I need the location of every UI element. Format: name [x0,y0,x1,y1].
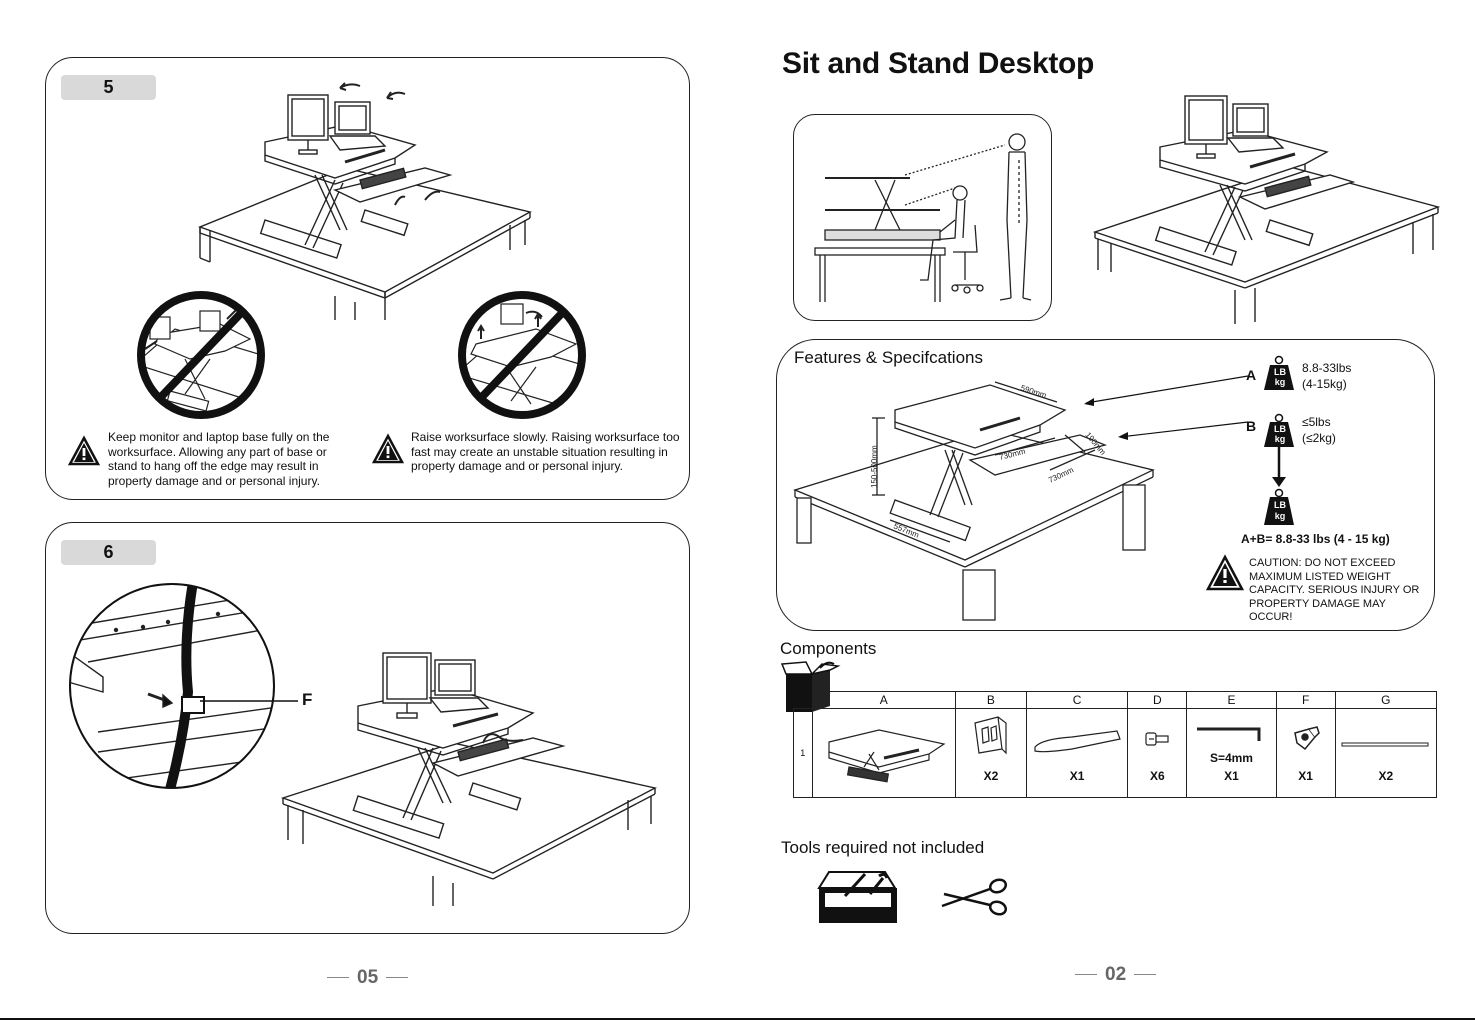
hex-key-size: S=4mm [1209,751,1253,765]
weight-b-icon-text-top: LB [1274,424,1286,434]
left-page-number: 05 [319,967,416,989]
left-page-number-text: 05 [357,967,379,988]
step5-desk-illustration [198,82,532,320]
component-e-cell: S=4mm X1 [1186,708,1277,798]
load-total: A+B= 8.8-33 lbs (4 - 15 kg) [1241,532,1390,546]
callout-line [200,700,298,702]
components-row: 1 X2 [793,708,1438,798]
component-c-cell: X1 [1026,708,1129,798]
step6-badge: 6 [61,540,156,565]
header-a: A [811,691,956,709]
load-a-lbs: 8.8-33lbs [1302,361,1352,375]
weight-total-icon-text-bottom: kg [1274,511,1286,521]
features-heading: Features & Specifcations [794,348,983,367]
right-page-number-text: 02 [1105,964,1127,985]
component-d-cell: X6 [1127,708,1188,798]
warning-triangle-icon [67,435,101,466]
component-g-cell: X2 [1334,708,1438,798]
components-heading: Components [780,639,877,658]
keyboard-tray-part-image [1034,730,1121,753]
load-a-label: A [1246,367,1257,383]
desktop-unit-part-image [828,728,946,783]
warning-text-base-on-surface: Keep monitor and laptop base fully on th… [108,430,330,488]
qty-g: X2 [1378,769,1394,783]
sit-stand-posture-illustration [814,133,1032,302]
right-page-number: 02 [1067,964,1164,986]
header-g: G [1334,691,1438,709]
caution-text: CAUTION: DO NOT EXCEED MAXIMUM LISTED WE… [1249,557,1420,623]
product-overview-illustration [1092,95,1441,324]
load-a-kg: (4-15kg) [1302,377,1347,391]
bottom-rule [0,1018,1475,1020]
callout-f-label: F [302,690,313,709]
prohibited-overhang-illustration [137,291,265,419]
warning-text-raise-slowly: Raise worksurface slowly. Raising worksu… [411,430,680,473]
qty-f: X1 [1298,769,1313,783]
header-b: B [954,691,1028,709]
screw-part-image [1145,732,1169,746]
qty-b: X2 [983,769,999,783]
step6-panel [45,522,690,934]
warning-triangle-icon [371,433,405,464]
weight-total-icon-text-top: LB [1274,500,1286,510]
header-f: F [1275,691,1336,709]
caution-triangle-icon [1205,554,1245,591]
load-arrows [1084,375,1249,440]
hex-key-part-image [1197,727,1261,741]
dim-height-label: 150-500mm [870,445,879,488]
load-b-lbs: ≤5lbs [1302,415,1331,429]
scissors-icon [941,878,1008,916]
component-a-cell [811,708,956,798]
header-corner-cell [793,691,813,709]
cable-clip-detail-illustration [69,583,275,789]
cable-clip-part-image [1293,726,1320,751]
weight-a-icon-text-bottom: kg [1274,377,1286,387]
weight-chain-illustration [1264,355,1294,525]
weight-a-icon-text-top: LB [1274,367,1286,377]
weight-b-icon-text-bottom: kg [1274,434,1286,444]
header-c: C [1026,691,1129,709]
qty-d: X6 [1149,769,1165,783]
step5-badge: 5 [61,75,156,100]
header-d: D [1127,691,1188,709]
rod-part-image [1341,742,1429,747]
page-title: Sit and Stand Desktop [782,47,1095,80]
load-b-label: B [1246,418,1257,434]
header-e: E [1186,691,1277,709]
component-b-cell: X2 [954,708,1028,798]
component-f-cell: X1 [1275,708,1336,798]
step6-desk-illustration [280,652,658,906]
dimensions-illustration: 590mm 190mm 730mm 730mm 557mm 150-500mm [793,381,1155,621]
qty-c: X1 [1069,769,1085,783]
components-table: A B C D E F G 1 [793,691,1438,798]
row-number: 1 [793,708,813,798]
toolbox-icon [817,871,897,923]
bracket-part-image [974,716,1007,755]
prohibited-fast-raise-illustration [458,291,586,419]
tools-heading: Tools required not included [781,838,985,857]
posture-illustration-box [793,114,1052,321]
load-b-kg: (≤2kg) [1302,431,1336,445]
qty-e: X1 [1224,769,1239,783]
components-header-row: A B C D E F G [793,691,1438,709]
